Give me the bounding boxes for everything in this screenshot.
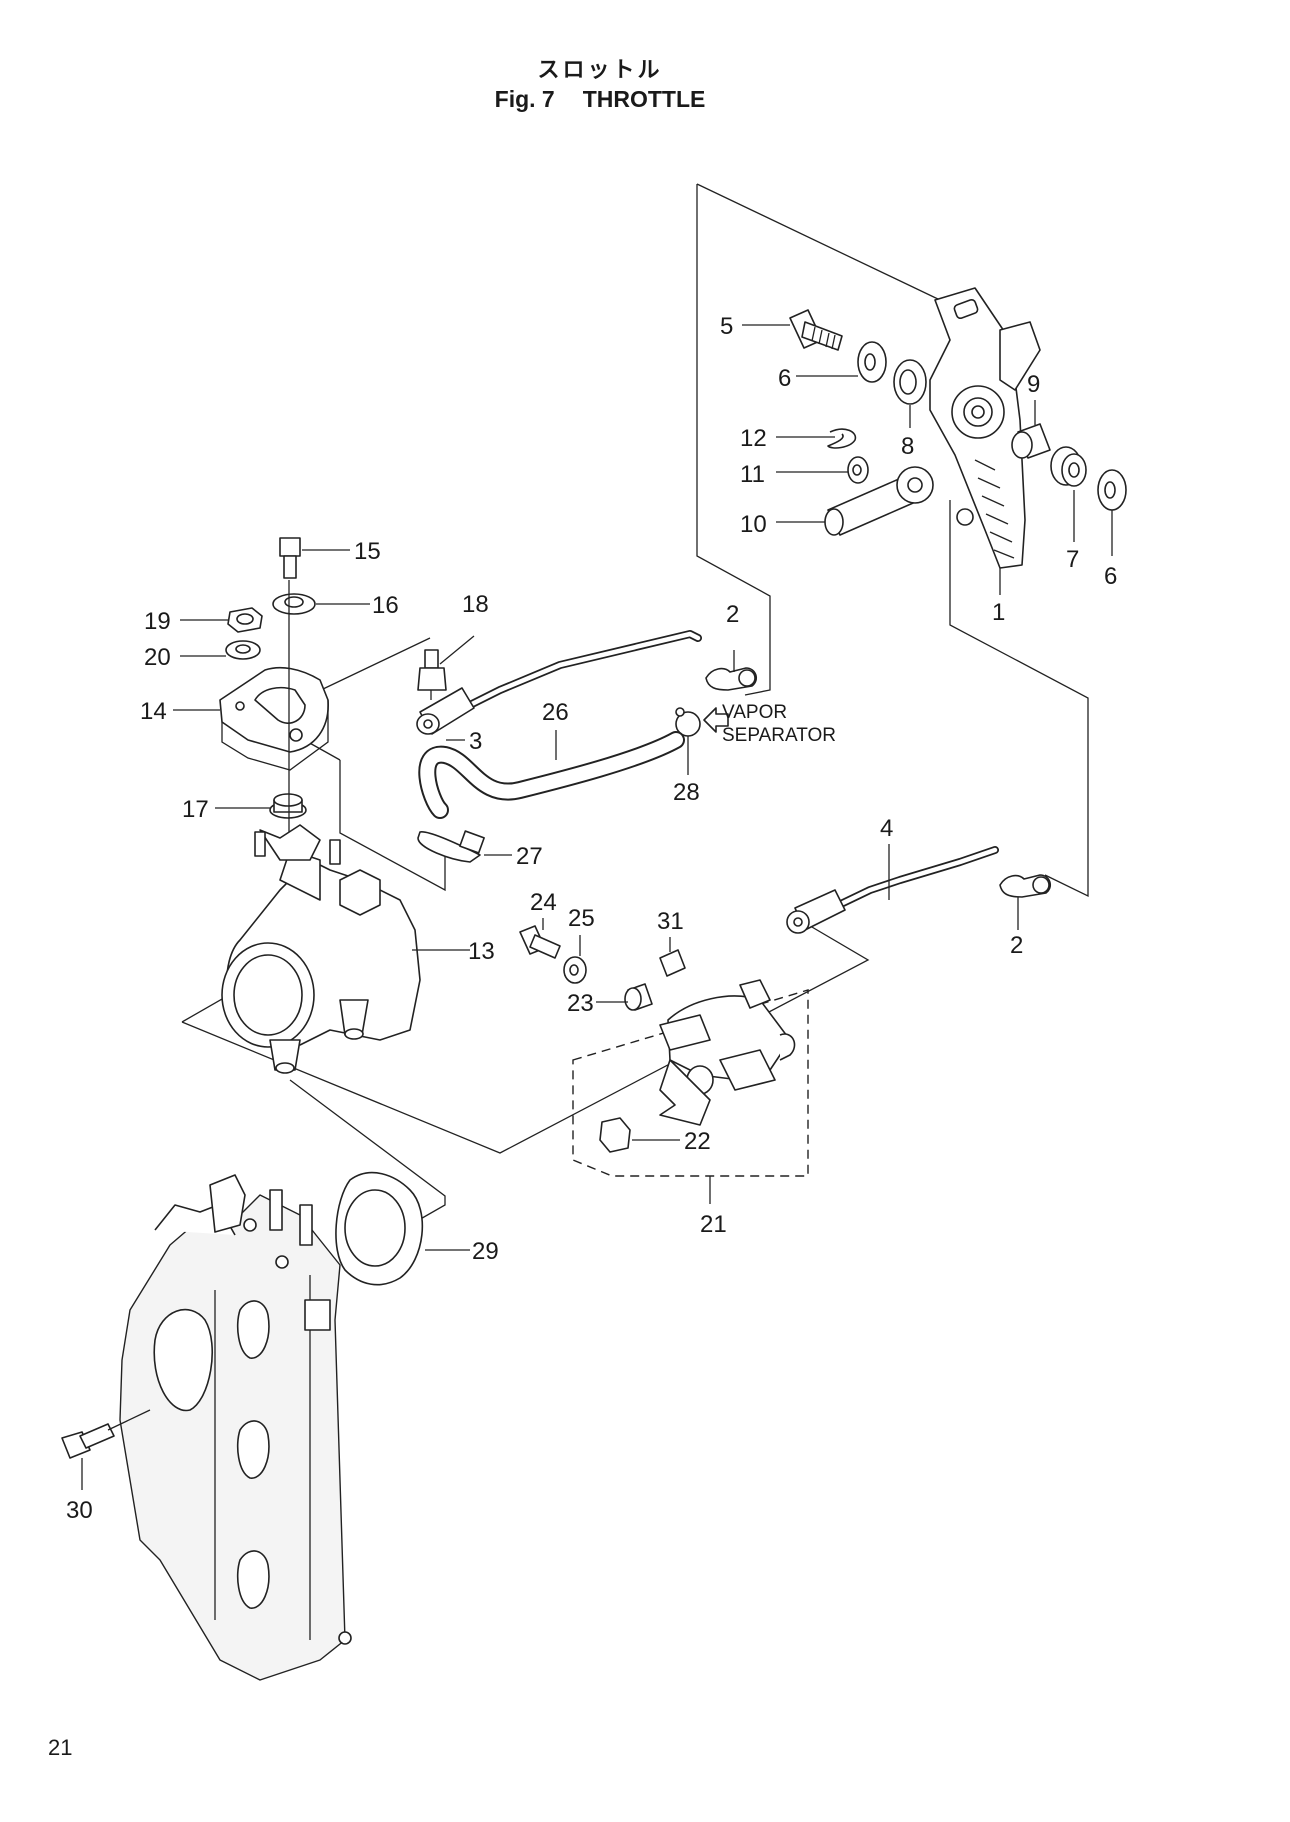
ring-clip-28: [675, 707, 701, 737]
callout-26: 26: [542, 699, 569, 726]
callout-9: 9: [1027, 371, 1040, 398]
callout-18: 18: [462, 591, 489, 618]
nut-19: [227, 607, 263, 633]
callout-30: 30: [66, 1497, 93, 1524]
vapor-separator-label-line2: SEPARATOR: [722, 725, 836, 746]
callout-17: 17: [182, 796, 209, 823]
page-number: 21: [48, 1735, 73, 1760]
callout-15: 15: [354, 538, 381, 565]
hose-clip-27: [417, 830, 485, 863]
callout-19: 19: [144, 608, 171, 635]
callout-14: 14: [140, 698, 167, 725]
bolt-5: [789, 309, 843, 351]
callout-21: 21: [700, 1211, 727, 1238]
washer-6-top: [857, 341, 887, 383]
link-rod-4: [786, 846, 999, 934]
throttle-body-13: [221, 824, 421, 1074]
callout-2-top: 2: [726, 601, 739, 628]
callout-6-top: 6: [778, 365, 791, 392]
seal-8: [893, 359, 927, 405]
callout-7: 7: [1066, 546, 1079, 573]
cotter-pin-12: [827, 428, 857, 449]
grommet-17: [269, 793, 307, 819]
callout-numbers: 5 6 8 9 12 11 10 7 6 1 2 3 18 26 28 VAPO…: [66, 313, 1117, 1524]
callout-24: 24: [530, 889, 557, 916]
callout-23: 23: [567, 990, 594, 1017]
bolt-15: [279, 537, 301, 579]
washer-16: [272, 593, 316, 615]
callout-1: 1: [992, 599, 1005, 626]
vapor-separator-label-line1: VAPOR: [722, 702, 787, 723]
ball-joint-18: [417, 649, 447, 700]
plate-14: [219, 666, 329, 771]
callout-8: 8: [901, 433, 914, 460]
joint-10: [824, 466, 934, 536]
callout-12: 12: [740, 425, 767, 452]
callout-4: 4: [880, 815, 893, 842]
figure-number: Fig. 7: [494, 86, 555, 112]
block-22: [599, 1117, 631, 1153]
bushing-7: [1050, 446, 1087, 487]
callout-31: 31: [657, 908, 684, 935]
intake-housing: [119, 1174, 352, 1681]
fuel-hose-26: [418, 731, 685, 819]
callout-20: 20: [144, 644, 171, 671]
pad-31: [659, 949, 686, 977]
callout-13: 13: [468, 938, 495, 965]
clip-2-lower: [999, 874, 1052, 898]
callout-28: 28: [673, 779, 700, 806]
gasket-29: [335, 1171, 424, 1286]
callout-11: 11: [740, 461, 765, 488]
callout-16: 16: [372, 592, 399, 619]
bolt-30: [61, 1409, 151, 1459]
callout-5: 5: [720, 313, 733, 340]
throttle-lever: [929, 287, 1041, 569]
washer-25: [563, 956, 587, 984]
callout-25: 25: [568, 905, 595, 932]
collar-9: [1011, 423, 1051, 459]
throttle-link-rod: [416, 630, 702, 735]
callout-2-lower: 2: [1010, 932, 1023, 959]
clip-2-top: [705, 667, 758, 691]
callout-27: 27: [516, 843, 543, 870]
collar-23: [624, 983, 653, 1011]
callout-29: 29: [472, 1238, 499, 1265]
callout-3: 3: [469, 728, 482, 755]
washer-20: [225, 640, 261, 660]
bolt-24: [519, 925, 561, 959]
lever-assembly-21: [572, 979, 809, 1177]
figure-title: Fig. 7 THROTTLE: [0, 86, 1200, 113]
callout-6-right: 6: [1104, 563, 1117, 590]
callout-22: 22: [684, 1128, 711, 1155]
washer-6-right: [1097, 469, 1127, 511]
figure-title-english: THROTTLE: [582, 86, 706, 112]
washer-11: [847, 456, 869, 484]
callout-leader-lines: [81, 324, 1113, 1490]
callout-10: 10: [740, 511, 767, 538]
figure-title-japanese: スロットル: [537, 58, 663, 83]
arrow-to-vapor-separator: [703, 707, 729, 733]
